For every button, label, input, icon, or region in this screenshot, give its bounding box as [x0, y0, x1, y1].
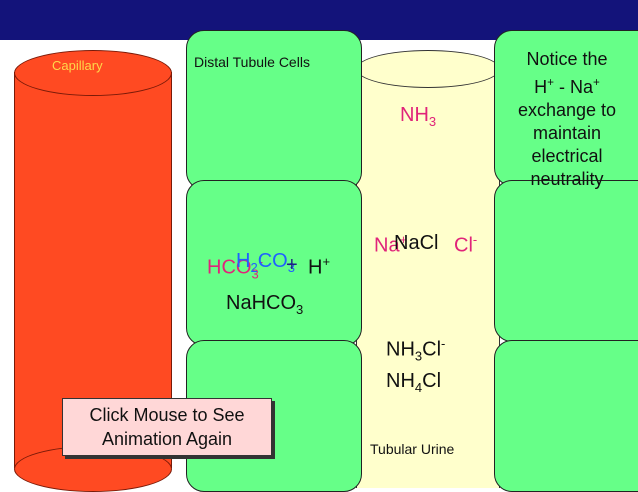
cell-right-middle: [494, 180, 638, 342]
nacl: NaCl: [394, 232, 439, 254]
replay-button-line-2: Animation Again: [101, 429, 233, 449]
note-text: Notice the H+ - Na+ exchange to maintain…: [497, 48, 637, 191]
capillary-label: Capillary: [52, 58, 103, 73]
na-ion: Na+: [374, 232, 408, 257]
hco3-ion: HCO3-: [207, 254, 264, 282]
replay-button-line-1: Click Mouse to See: [89, 405, 245, 425]
tubular-urine-label: Tubular Urine: [370, 441, 455, 457]
capillary-top: [14, 50, 172, 96]
h-ion: H+: [308, 254, 331, 279]
tubule-top: [356, 50, 500, 88]
note-line-2: H+ - Na+: [534, 76, 600, 97]
cell-right-bottom: [494, 340, 638, 492]
nahco3: NaHCO3: [226, 292, 304, 317]
plus-sign: +: [286, 254, 298, 276]
note-line-6: neutrality: [530, 169, 604, 189]
h2co3: H2CO3: [236, 250, 295, 275]
note-line-4: maintain: [532, 123, 602, 143]
cell-right-top: [494, 30, 638, 186]
nh3-top: NH3: [400, 104, 437, 129]
cell-left-middle: [186, 180, 362, 346]
replay-animation-button[interactable]: Click Mouse to See Animation Again: [62, 398, 272, 456]
tubule-cylinder: [356, 68, 500, 488]
cell-left-top: [186, 30, 362, 190]
cl-ion: Cl-: [454, 232, 478, 257]
note-line-3: exchange to: [517, 100, 617, 120]
note-line-5: electrical: [531, 146, 603, 166]
nh4cl: NH4Cl: [386, 370, 442, 395]
nh3cl: NH3Cl-: [386, 336, 446, 364]
note-line-1: Notice the: [526, 49, 608, 69]
distal-tubule-cells-label: Distal Tubule Cells: [194, 54, 310, 70]
